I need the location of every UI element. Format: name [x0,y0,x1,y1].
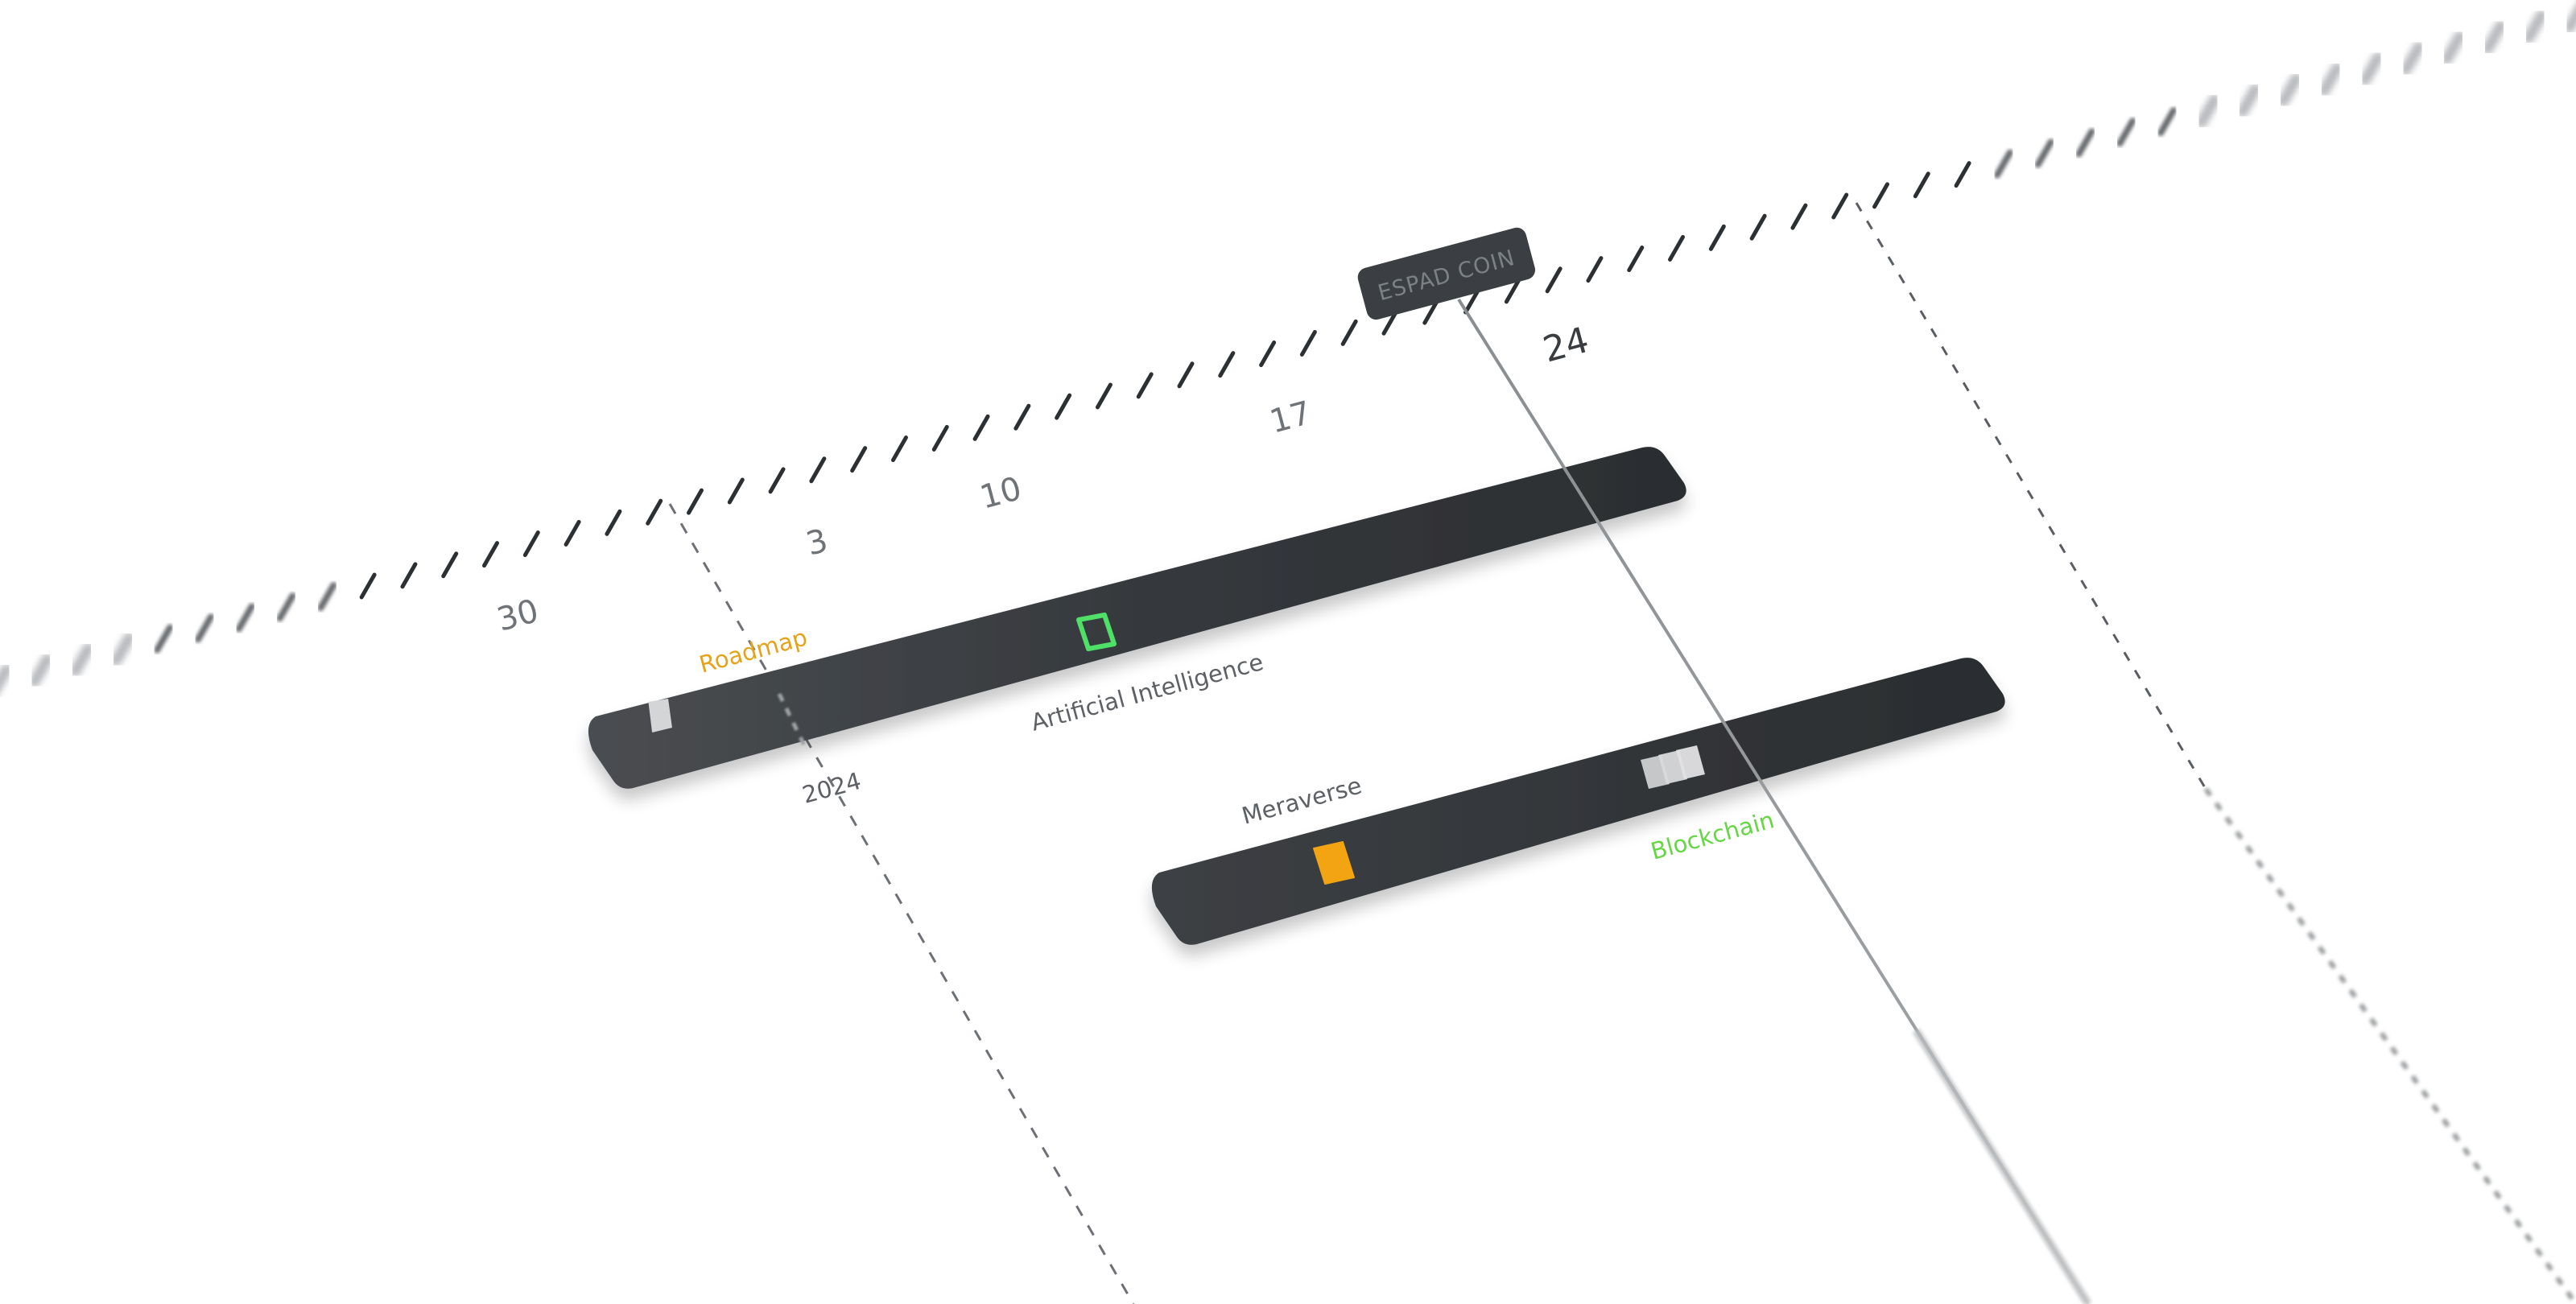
year-label: 2024 [799,767,864,809]
timeline-tick [2318,62,2343,97]
timeline-tick [1422,298,1440,325]
timeline-tick [1013,403,1031,431]
milestone-ai[interactable] [1076,613,1117,651]
timeline-tick [1749,213,1767,241]
timeline-tick [1299,329,1317,357]
timeline-tick [1177,361,1195,389]
timeline-tick [317,582,337,612]
task-label-meraverse: Meraverse [1239,771,1364,829]
timeline-tick [646,498,663,526]
timeline-tick [1218,351,1236,378]
milestone-roadmap[interactable] [644,699,676,732]
timeline-tick [1259,340,1277,368]
timeline-tick [1668,234,1686,262]
timeline-tick [69,642,94,677]
timeline-tick [850,446,868,473]
timeline-tick [1790,203,1808,230]
timeline-tick [1545,266,1563,294]
milestone-metaverse[interactable] [1313,841,1355,885]
timeline-tick [1708,224,1726,251]
timeline-tick [1586,256,1604,283]
timeline-tick [1993,149,2013,179]
timeline-tick [2157,107,2178,137]
timeline-tick [1872,182,1890,209]
timeline-tick [890,435,908,463]
tick-label-current: 24 [1539,320,1593,371]
tick-label: 10 [976,470,1026,517]
timeline-tick [482,541,500,568]
today-needle [1457,298,2092,1304]
timeline-tick [1136,372,1154,399]
timeline-tick [1504,277,1521,304]
milestone-blockchain[interactable] [1641,745,1705,789]
timeline-tick-labels: 30 3 10 17 24 [493,320,1593,639]
timeline-tick [564,519,581,547]
timeline-tick [1913,171,1930,199]
timeline-tick [28,653,53,687]
timeline-tick [2034,138,2054,168]
timeline-tick [359,572,377,600]
timeline-tick [1831,192,1849,220]
timeline-tick [2116,118,2136,147]
timeline-tick [1627,246,1645,273]
timeline-tick [972,414,990,441]
timeline-tick [194,613,214,643]
timeline-tick [2277,72,2302,107]
timeline-tick [1340,319,1358,346]
timeline-tick [2236,83,2261,118]
timeline-tick [2564,4,2576,33]
timeline-tick [2400,41,2425,76]
tick-label: 30 [493,592,543,639]
timeline-tick [110,632,135,666]
timeline-tick [2482,20,2507,55]
timeline-tick [2523,10,2548,44]
task-bar-artificial-intelligence[interactable] [588,447,1686,789]
timeline-tick [1055,393,1072,420]
timeline-tick [400,562,418,589]
timeline-tick [768,467,786,494]
timeline-tick [1463,287,1481,315]
timeline-tick [441,551,459,579]
timeline-tick [2359,52,2384,86]
timeline-tick [154,624,174,654]
today-guide-right [1855,202,2576,1304]
today-badge[interactable]: ESPAD COIN [1356,225,1538,322]
timeline-tick [931,424,949,452]
timeline-tick [0,664,12,693]
timeline-tick [809,456,827,484]
timeline-ticks [0,4,2576,693]
timeline-tick [2075,128,2095,158]
milestone-blockchain-label: Blockchain [1648,806,1777,865]
timeline-tick [686,488,704,515]
timeline-tick [1095,382,1113,410]
tick-label: 3 [803,522,832,563]
timeline-tick [1954,161,1971,188]
task-bar-meraverse[interactable] [1151,658,2005,945]
timeline-tick [276,592,296,622]
timeline-tick [235,603,255,633]
timeline-tick [605,509,622,536]
timeline-tick [2195,94,2220,128]
today-guide-left [668,503,1135,1304]
timeline-tick [727,477,745,505]
timeline-tick [2441,31,2466,65]
tick-label: 17 [1266,394,1315,441]
timeline-tick [522,530,540,558]
guide-overlay [777,692,809,752]
